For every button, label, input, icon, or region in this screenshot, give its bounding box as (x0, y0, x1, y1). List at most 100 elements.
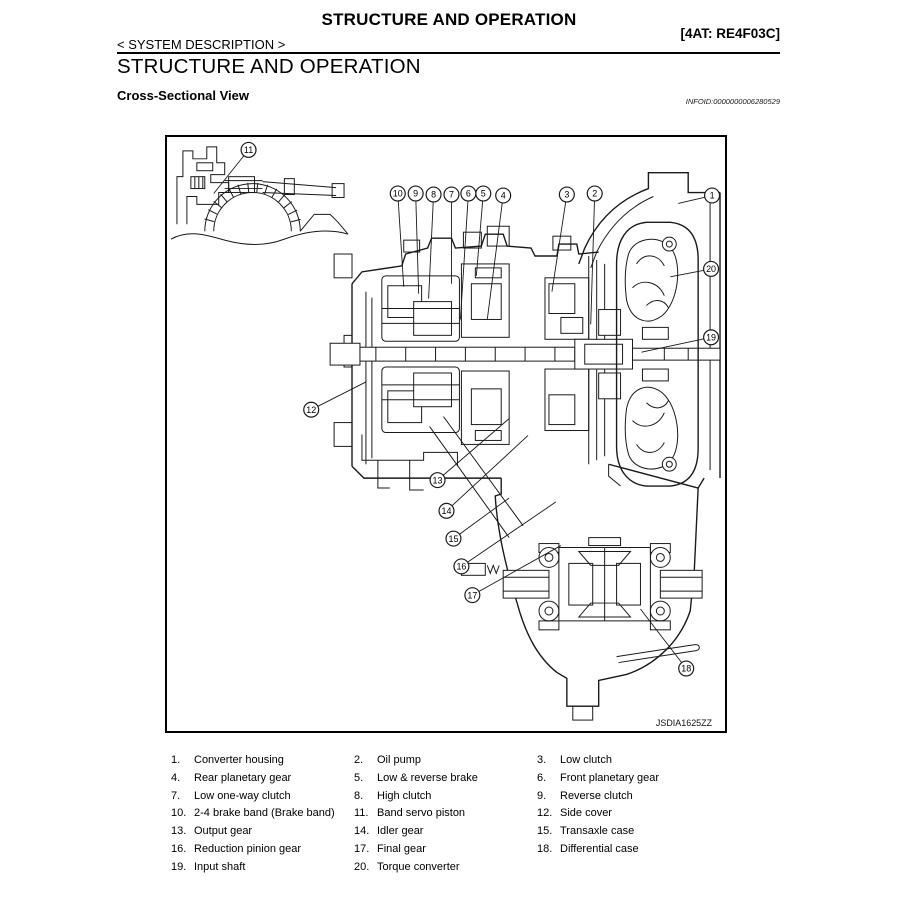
legend-item-label: Side cover (560, 807, 612, 820)
legend-item-number: 15. (537, 825, 553, 838)
legend-item-label: Front planetary gear (560, 771, 660, 784)
callout-circle (703, 329, 720, 346)
legend-item-number: 7. (171, 789, 181, 802)
infoid: INFOID:0000000006280529 (685, 97, 780, 106)
legend-item-number: 20. (354, 860, 370, 873)
legend-item: 7.Low one-way clutch (171, 788, 354, 806)
section-title: STRUCTURE AND OPERATION (117, 55, 421, 78)
legend-item: 15. Transaxle case (537, 823, 787, 841)
callout-17: 17 (464, 545, 562, 604)
legend-item: 17.Final gear (354, 841, 537, 859)
callout-circle (240, 141, 257, 158)
legend-item-number: 8. (354, 789, 364, 802)
callout-8: 8 (425, 186, 442, 299)
callout-19: 19 (641, 329, 720, 353)
callout-leader-line (590, 193, 596, 325)
callout-circle (586, 185, 603, 202)
callout-number: 7 (449, 190, 454, 200)
callout-number: 15 (448, 534, 458, 544)
callout-leader-line (397, 193, 405, 287)
callout-7: 7 (443, 186, 460, 284)
callout-2: 2 (586, 185, 603, 325)
legend-item-label: Differential case (560, 842, 639, 855)
callout-number: 8 (431, 190, 436, 200)
callout-number: 18 (681, 664, 691, 674)
callout-leader-line (437, 418, 510, 481)
callout-number: 19 (706, 332, 716, 342)
legend-item-number: 6. (537, 771, 547, 784)
legend-item: 8. High clutch (354, 788, 537, 806)
callout-number: 9 (413, 189, 418, 199)
callout-1: 1 (678, 187, 721, 204)
legend-item: 4.Rear planetary gear (171, 770, 354, 788)
legend-item: 10.2-4 brake band (Brake band) (171, 805, 354, 823)
legend-item: 13. Output gear (171, 823, 354, 841)
callout-12: 12 (303, 381, 367, 418)
legend-item: 14. Idler gear (354, 823, 537, 841)
legend-item: 5.Low & reverse brake (354, 770, 537, 788)
callout-18: 18 (640, 608, 695, 677)
legend-item-number: 16. (171, 842, 187, 855)
callout-leader-line (640, 608, 687, 669)
gear-train-upper (381, 225, 622, 342)
legend-item-label: Idler gear (377, 825, 424, 838)
legend-item-number: 3. (537, 754, 547, 766)
figure-code: JSDIA1625ZZ (656, 718, 713, 728)
callout-number: 12 (306, 405, 316, 415)
callout-circle (425, 186, 442, 203)
callout-number: 5 (481, 189, 486, 199)
callout-15: 15 (445, 497, 510, 547)
legend-item: 12. Side cover (537, 805, 787, 823)
legend-item-number: 17. (354, 842, 370, 855)
callout-circle (438, 502, 455, 519)
callout-circle (303, 401, 320, 418)
callout-leader-line (461, 501, 557, 567)
callout-number: 4 (501, 191, 506, 201)
callout-11: 11 (213, 141, 257, 194)
callout-leader-line (459, 193, 469, 320)
callout-circle (443, 186, 460, 203)
torque-converter (615, 221, 699, 487)
subsection-title: Cross-Sectional View (117, 88, 249, 103)
legend-item-number: 13. (171, 825, 187, 838)
callout-number: 3 (564, 190, 569, 200)
legend-item: 19.Input shaft (171, 859, 354, 877)
legend-item: 18.Differential case (537, 841, 787, 859)
callout-14: 14 (438, 435, 529, 519)
legend-item-number: 1. (171, 754, 181, 766)
callout-number: 11 (244, 145, 253, 155)
legend-item-number: 12. (537, 807, 553, 820)
legend-item-label: Output gear (194, 825, 253, 838)
page-header-title: STRUCTURE AND OPERATION (321, 10, 577, 29)
legend-item-label: Low clutch (560, 754, 612, 766)
legend-item-label: High clutch (377, 789, 432, 802)
legend-item-label: Reduction pinion gear (194, 842, 302, 855)
legend-item: 1.Converter housing (171, 752, 354, 770)
callout-number: 20 (706, 264, 716, 274)
legend-item: 11.Band servo piston (354, 805, 537, 823)
callout-circle (460, 185, 477, 202)
callout-number: 14 (442, 506, 452, 516)
legend-item-label: Band servo piston (377, 807, 466, 820)
callout-leader-line (311, 381, 367, 411)
legend-item-number: 14. (354, 825, 370, 838)
location-inset (170, 146, 349, 245)
callout-6: 6 (459, 185, 477, 320)
callout-number: 6 (466, 189, 471, 199)
callout-circle (429, 472, 446, 489)
callout-leader-line (472, 545, 562, 596)
legend-item-label: Transaxle case (560, 825, 635, 838)
callout-leader-line (428, 194, 435, 299)
differential-assembly (502, 537, 703, 664)
model-code: [4AT: RE4F03C] (680, 26, 780, 41)
callout-leader-line (415, 193, 420, 294)
callout-circle (453, 558, 470, 575)
callout-10: 10 (389, 185, 406, 287)
callout-circle (704, 187, 721, 204)
legend-item: 16. Reduction pinion gear (171, 841, 354, 859)
legend-item: 9.Reverse clutch (537, 788, 787, 806)
gear-train-lower (381, 366, 622, 576)
callout-number: 17 (467, 590, 477, 600)
